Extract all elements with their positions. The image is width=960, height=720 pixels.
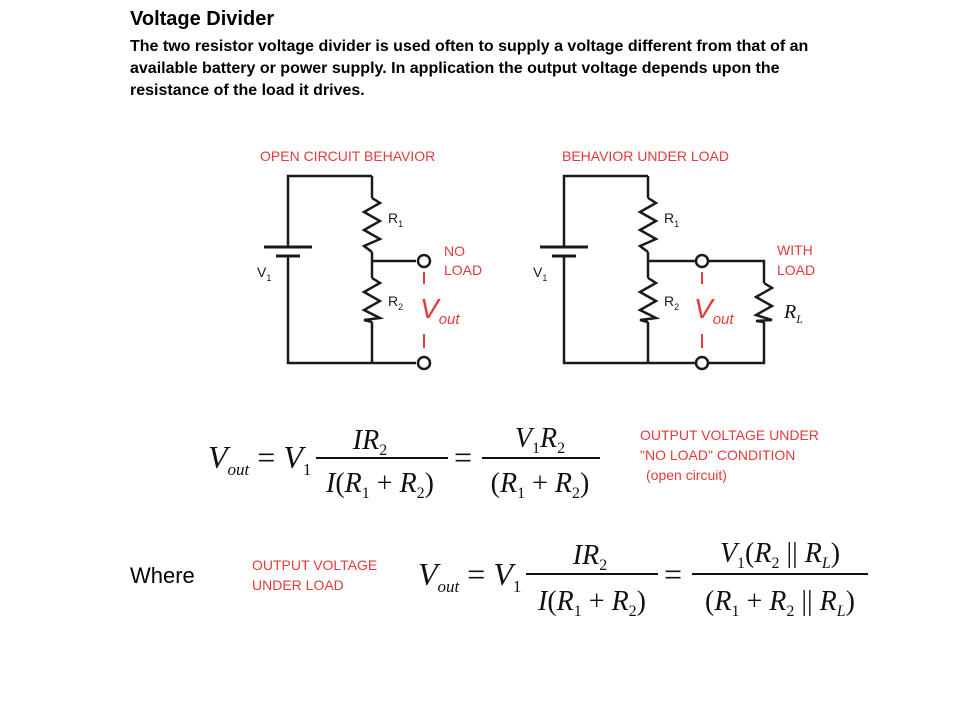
r2-subscript: 2 [674,302,679,312]
page-title: Voltage Divider [130,8,275,30]
r1-label: R [388,210,398,226]
r2-subscript: 2 [398,302,403,312]
r2-label: R [388,293,398,309]
svg-text:Vout: Vout [694,293,734,328]
r1-resistor [637,196,659,253]
under-load-equation: OUTPUT VOLTAGE UNDER LOAD Vout = V1 IR2 … [252,538,868,620]
svg-text:Vout = V1: Vout = V1 [208,439,311,479]
svg-text:IR2: IR2 [572,540,607,574]
output-terminal-top [416,253,432,269]
battery-label: V [257,264,267,280]
battery-label: V [533,264,543,280]
battery-subscript: 1 [542,273,547,283]
vout-subscript: out [439,311,461,328]
output-terminal-bottom [694,355,710,371]
svg-text:RL: RL [783,301,803,326]
vout-subscript: out [713,311,735,328]
r1-resistor [361,196,383,253]
r2-label: R [664,293,674,309]
right-wires [562,174,766,365]
svg-text:V1: V1 [257,264,271,283]
under-load-note-line1: OUTPUT VOLTAGE [252,557,377,573]
under-load-note-line2: UNDER LOAD [252,577,344,593]
r1-subscript: 1 [398,219,403,229]
r2-resistor [637,276,661,324]
with-load-label-line1: WITH [777,242,813,258]
svg-text:Vout = V1: Vout = V1 [418,556,521,596]
svg-text:(R1 + R2): (R1 + R2) [491,468,590,502]
no-load-note-line3: (open circuit) [646,467,727,483]
no-load-equation: Vout = V1 IR2 I(R1 + R2) = V1R2 (R1 + R2… [208,423,819,502]
no-load-note-line2: "NO LOAD" CONDITION [640,447,795,463]
rl-resistor [752,281,775,324]
svg-text:V1R2: V1R2 [515,423,565,457]
svg-text:I(R1 + R2): I(R1 + R2) [325,468,434,502]
r1-subscript: 1 [674,219,679,229]
open-circuit-diagram: OPEN CIRCUIT BEHAVIOR V1 R1 R2 NO LOAD V… [257,148,482,371]
with-load-label-line2: LOAD [777,262,815,278]
no-load-label-line2: LOAD [444,262,482,278]
description: The two resistor voltage divider is used… [130,38,809,99]
rl-label: R [783,301,796,323]
vout-label: V [694,293,715,324]
svg-text:I(R1 + R2): I(R1 + R2) [537,586,646,620]
no-load-note-line1: OUTPUT VOLTAGE UNDER [640,427,819,443]
svg-text:IR2: IR2 [352,425,387,459]
r1-label: R [664,210,674,226]
r2-resistor [361,276,385,324]
svg-text:(R1 + R2 || RL): (R1 + R2 || RL) [705,586,855,620]
svg-text:R2: R2 [388,293,403,312]
svg-text:R1: R1 [664,210,679,229]
svg-text:V1(R2 || RL): V1(R2 || RL) [720,538,840,572]
where-label: Where [130,563,195,588]
svg-text:Vout: Vout [420,293,460,328]
output-terminal-bottom [416,355,432,371]
svg-text:V1: V1 [533,264,547,283]
vout-label: V [420,293,441,324]
under-load-heading: BEHAVIOR UNDER LOAD [562,148,729,164]
svg-text:R1: R1 [388,210,403,229]
open-circuit-heading: OPEN CIRCUIT BEHAVIOR [260,148,435,164]
no-load-label-line1: NO [444,243,465,259]
svg-text:=: = [664,556,682,592]
left-wires [286,174,416,365]
rl-subscript: L [795,312,803,326]
svg-text:R2: R2 [664,293,679,312]
under-load-diagram: BEHAVIOR UNDER LOAD V1 R1 R2 WITH LOAD V… [533,148,815,371]
svg-text:=: = [454,439,472,475]
output-terminal-top [694,253,710,269]
battery-subscript: 1 [266,273,271,283]
